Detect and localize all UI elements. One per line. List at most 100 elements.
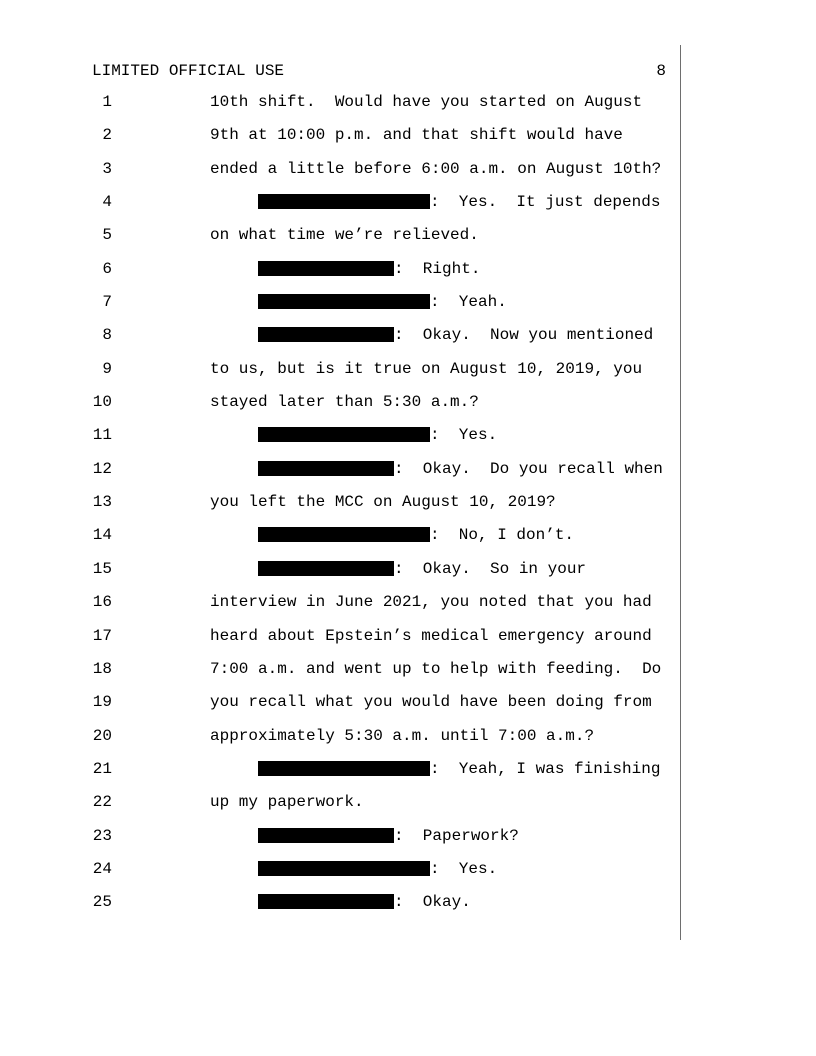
line-number: 12 bbox=[92, 459, 112, 478]
line-text: : No, I don’t. bbox=[430, 526, 575, 545]
transcript-line: 5 on what time we’re relieved. bbox=[0, 219, 700, 252]
line-number: 15 bbox=[92, 559, 112, 578]
transcript-line: 21 : Yeah, I was finishing bbox=[0, 753, 700, 786]
line-text: : Yes. bbox=[430, 426, 498, 445]
transcript-line: 17 heard about Epstein’s medical emergen… bbox=[0, 620, 700, 653]
line-number: 13 bbox=[92, 493, 112, 512]
line-content: : Yes. bbox=[210, 853, 497, 886]
line-number: 20 bbox=[92, 726, 112, 745]
line-text: : Yes. It just depends bbox=[430, 193, 661, 212]
line-number: 1 bbox=[102, 93, 112, 111]
transcript-line: 16 interview in June 2021, you noted tha… bbox=[0, 586, 700, 619]
line-number: 5 bbox=[102, 226, 112, 245]
line-content: : Okay. Do you recall when bbox=[210, 453, 663, 486]
line-number: 19 bbox=[92, 693, 112, 712]
line-text: approximately 5:30 a.m. until 7:00 a.m.? bbox=[210, 726, 595, 745]
line-number: 23 bbox=[92, 826, 112, 845]
line-content: you recall what you would have been doin… bbox=[210, 686, 652, 719]
line-number: 25 bbox=[92, 893, 112, 912]
redaction-bar bbox=[258, 427, 430, 443]
line-text: 10th shift. Would have you started on Au… bbox=[210, 93, 643, 111]
line-content: : Yes. bbox=[210, 419, 497, 452]
line-text: : Yeah. bbox=[430, 293, 507, 312]
line-content: 10th shift. Would have you started on Au… bbox=[210, 86, 642, 119]
redaction-bar bbox=[258, 827, 394, 843]
line-number: 9 bbox=[102, 359, 112, 378]
redaction-bar bbox=[258, 860, 430, 876]
line-number: 8 bbox=[102, 326, 112, 345]
line-content: on what time we’re relieved. bbox=[210, 219, 479, 252]
line-text: on what time we’re relieved. bbox=[210, 226, 479, 245]
line-content: ended a little before 6:00 a.m. on Augus… bbox=[210, 153, 661, 186]
line-text: you left the MCC on August 10, 2019? bbox=[210, 493, 556, 512]
line-content: : Yeah. bbox=[210, 286, 507, 319]
line-content: you left the MCC on August 10, 2019? bbox=[210, 486, 556, 519]
line-content: : Okay. bbox=[210, 886, 471, 919]
line-text: : Yes. bbox=[430, 859, 498, 878]
line-text: : Right. bbox=[394, 259, 481, 278]
line-number: 7 bbox=[102, 293, 112, 312]
redaction-bar bbox=[258, 894, 394, 910]
transcript-line: 10 stayed later than 5:30 a.m.? bbox=[0, 386, 700, 419]
transcript-line: 8 : Okay. Now you mentioned bbox=[0, 319, 700, 352]
redaction-bar bbox=[258, 260, 394, 276]
line-number: 17 bbox=[92, 626, 112, 645]
line-text: : Okay. Now you mentioned bbox=[394, 326, 654, 345]
line-content: to us, but is it true on August 10, 2019… bbox=[210, 353, 642, 386]
line-text: heard about Epstein’s medical emergency … bbox=[210, 626, 652, 645]
redaction-bar bbox=[258, 460, 394, 476]
line-text: : Okay. Do you recall when bbox=[394, 459, 663, 478]
line-number: 14 bbox=[92, 526, 112, 545]
line-text: : Okay. bbox=[394, 893, 471, 912]
line-number: 18 bbox=[92, 659, 112, 678]
redaction-bar bbox=[258, 560, 394, 576]
line-content: : Right. bbox=[210, 253, 480, 286]
transcript-line: 24 : Yes. bbox=[0, 853, 700, 886]
transcript-line: 4 : Yes. It just depends bbox=[0, 186, 700, 219]
line-text: interview in June 2021, you noted that y… bbox=[210, 593, 652, 612]
transcript-line: 18 7:00 a.m. and went up to help with fe… bbox=[0, 653, 700, 686]
transcript-line: 20 approximately 5:30 a.m. until 7:00 a.… bbox=[0, 720, 700, 753]
transcript-line: 7 : Yeah. bbox=[0, 286, 700, 319]
page-number: 8 bbox=[656, 62, 666, 80]
line-text: : Paperwork? bbox=[394, 826, 519, 845]
redaction-bar bbox=[258, 194, 430, 210]
line-number: 2 bbox=[102, 126, 112, 145]
redaction-bar bbox=[258, 327, 394, 343]
page-header: LIMITED OFFICIAL USE 8 bbox=[92, 62, 666, 80]
line-number: 22 bbox=[92, 793, 112, 812]
transcript-line: 2 9th at 10:00 p.m. and that shift would… bbox=[0, 119, 700, 152]
line-number: 3 bbox=[102, 159, 112, 178]
line-text: to us, but is it true on August 10, 2019… bbox=[210, 359, 643, 378]
line-text: up my paperwork. bbox=[210, 793, 364, 812]
redaction-bar bbox=[258, 294, 430, 310]
line-number: 21 bbox=[92, 759, 112, 778]
transcript-line: 6 : Right. bbox=[0, 253, 700, 286]
line-content: approximately 5:30 a.m. until 7:00 a.m.? bbox=[210, 720, 594, 753]
line-content: : Okay. Now you mentioned bbox=[210, 319, 653, 352]
transcript-line: 22 up my paperwork. bbox=[0, 786, 700, 819]
transcript-line: 23 : Paperwork? bbox=[0, 820, 700, 853]
redaction-bar bbox=[258, 760, 430, 776]
right-margin-rule bbox=[680, 45, 681, 940]
classification-label: LIMITED OFFICIAL USE bbox=[92, 62, 285, 80]
line-content: : Yeah, I was finishing bbox=[210, 753, 660, 786]
transcript-line: 14 : No, I don’t. bbox=[0, 519, 700, 552]
transcript-line: 9 to us, but is it true on August 10, 20… bbox=[0, 353, 700, 386]
line-content: : No, I don’t. bbox=[210, 519, 574, 552]
transcript-line: 11 : Yes. bbox=[0, 419, 700, 452]
line-content: interview in June 2021, you noted that y… bbox=[210, 586, 652, 619]
line-content: 9th at 10:00 p.m. and that shift would h… bbox=[210, 119, 623, 152]
line-text: 7:00 a.m. and went up to help with feedi… bbox=[210, 659, 662, 678]
line-number: 11 bbox=[92, 426, 112, 445]
line-content: 7:00 a.m. and went up to help with feedi… bbox=[210, 653, 661, 686]
line-text: 9th at 10:00 p.m. and that shift would h… bbox=[210, 126, 623, 145]
line-content: stayed later than 5:30 a.m.? bbox=[210, 386, 479, 419]
line-number: 4 bbox=[102, 193, 112, 212]
transcript-line: 19 you recall what you would have been d… bbox=[0, 686, 700, 719]
transcript-line: 13 you left the MCC on August 10, 2019? bbox=[0, 486, 700, 519]
line-number: 10 bbox=[92, 393, 112, 412]
line-text: ended a little before 6:00 a.m. on Augus… bbox=[210, 159, 662, 178]
transcript-line: 3 ended a little before 6:00 a.m. on Aug… bbox=[0, 153, 700, 186]
